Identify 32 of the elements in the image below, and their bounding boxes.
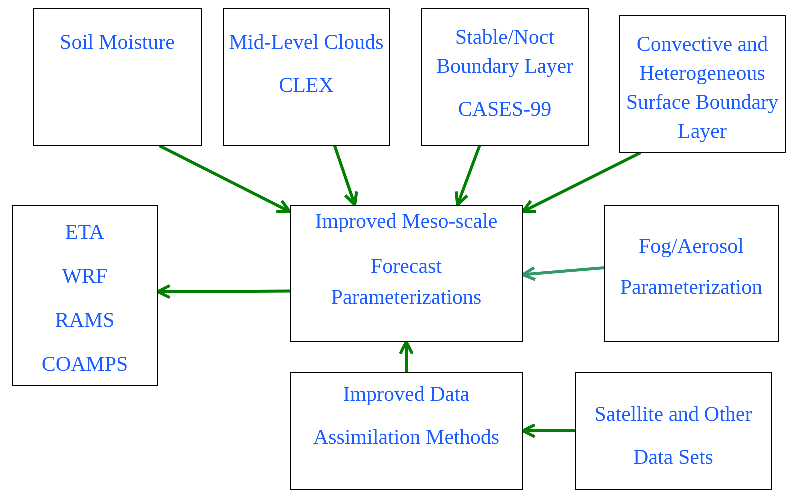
- arrow: [156, 284, 290, 300]
- arrow: [454, 145, 482, 206]
- box-text: COAMPS: [42, 351, 128, 378]
- text-box: [290, 205, 523, 342]
- text-box: [223, 8, 390, 146]
- box-text: Stable/Noct Boundary Layer: [435, 24, 575, 80]
- box-text: WRF: [62, 263, 108, 290]
- text-box: [604, 205, 779, 342]
- box-text: RAMS: [55, 307, 115, 334]
- box-text: Mid-Level Clouds: [229, 29, 384, 56]
- box-text: Convective and Heterogeneous Surface Boundary Layer: [625, 31, 780, 145]
- box-text: CLEX: [279, 72, 334, 99]
- arrow: [522, 424, 575, 438]
- arrow: [399, 340, 414, 372]
- box-text: Forecast Parameterizations: [330, 253, 483, 311]
- arrow: [333, 146, 358, 206]
- box-text: Satellite and Other Data Sets: [594, 401, 754, 471]
- text-box: [33, 8, 202, 146]
- text-box: [619, 15, 786, 153]
- text-box: [12, 205, 158, 386]
- box-text: Soil Moisture: [60, 29, 175, 56]
- box-text: Improved Data Assimilation Methods: [312, 381, 501, 451]
- arrow: [159, 144, 292, 214]
- box-text: Improved Meso-scale: [315, 208, 498, 235]
- box-text: ETA: [65, 219, 105, 246]
- text-box: [575, 372, 772, 490]
- box-text: CASES-99: [458, 96, 552, 123]
- arrow: [522, 152, 642, 214]
- box-text: Fog/Aerosol Parameterization: [619, 233, 764, 301]
- arrow: [522, 266, 604, 282]
- text-box: [290, 372, 523, 490]
- text-box: [421, 8, 589, 146]
